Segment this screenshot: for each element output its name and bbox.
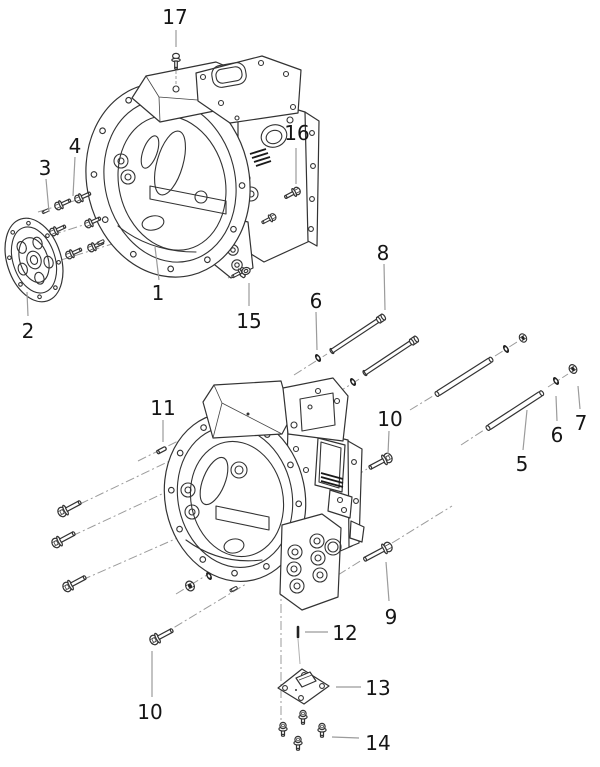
- stud-5: [484, 389, 546, 432]
- case-bolt: [49, 527, 78, 551]
- transmission-case-bell: [163, 411, 307, 583]
- case-bolt-10-right: [366, 450, 395, 474]
- bearing-cover-flange-drawing: [4, 217, 64, 303]
- top-screw-17: [171, 52, 181, 86]
- case-bolt: [60, 571, 89, 595]
- callout-case-bolt: 10: [377, 407, 403, 431]
- case-bolt: [55, 496, 84, 520]
- cover-screws-14: [278, 709, 327, 751]
- callout-washer: 6: [309, 289, 323, 313]
- callout-flange-bolt: 3: [38, 156, 52, 180]
- housing-top-block: [195, 55, 302, 124]
- hex-nut: [185, 580, 195, 592]
- long-bolt-8: [328, 312, 388, 356]
- case-valve-block: [279, 513, 342, 611]
- case-top-cap: [202, 380, 292, 439]
- nut-7: [566, 362, 580, 376]
- case-bolt-10: [147, 624, 176, 648]
- callout-cover-plate: 13: [365, 676, 391, 700]
- callout-pin: 12: [332, 621, 358, 645]
- nut: [517, 331, 529, 345]
- dowel-pin-11: [155, 445, 168, 455]
- callout-flange-bolt: 4: [68, 134, 82, 158]
- callout-case-bolt: 10: [137, 700, 163, 724]
- callout-bearing-cover-flange: 2: [21, 319, 35, 343]
- callout-stud: 5: [515, 452, 529, 476]
- callout-top-screw: 17: [162, 5, 188, 29]
- case-bolt-9: [360, 539, 395, 566]
- long-bolt: [361, 334, 421, 378]
- transmission-case-assembly-drawing: [49, 312, 580, 751]
- callout-cover-plate-screw: 14: [365, 731, 391, 755]
- screw-hole-17: [172, 85, 180, 93]
- callout-case-bolt: 9: [384, 605, 398, 629]
- callout-side-bolt: 16: [284, 121, 310, 145]
- washer: [348, 376, 358, 388]
- callout-leader-lines: [26, 30, 581, 739]
- callout-washer: 6: [550, 423, 564, 447]
- washer: [501, 343, 511, 355]
- case-mid-blocks: [282, 377, 349, 442]
- callout-nut: 7: [574, 411, 588, 435]
- washer-6: [551, 375, 561, 387]
- clutch-housing-assembly-drawing: [4, 52, 320, 303]
- cover-plate-13: [277, 668, 330, 705]
- callout-clutch-housing: 1: [151, 281, 165, 305]
- callout-long-bolt: 8: [376, 241, 390, 265]
- stud: [433, 355, 495, 398]
- bell-bolt-holes: [90, 87, 246, 273]
- lower-bolt-15: [239, 266, 251, 279]
- callout-dowel-pin: 11: [150, 396, 176, 420]
- pin: [229, 585, 239, 593]
- callout-lower-bolt: 15: [236, 309, 262, 333]
